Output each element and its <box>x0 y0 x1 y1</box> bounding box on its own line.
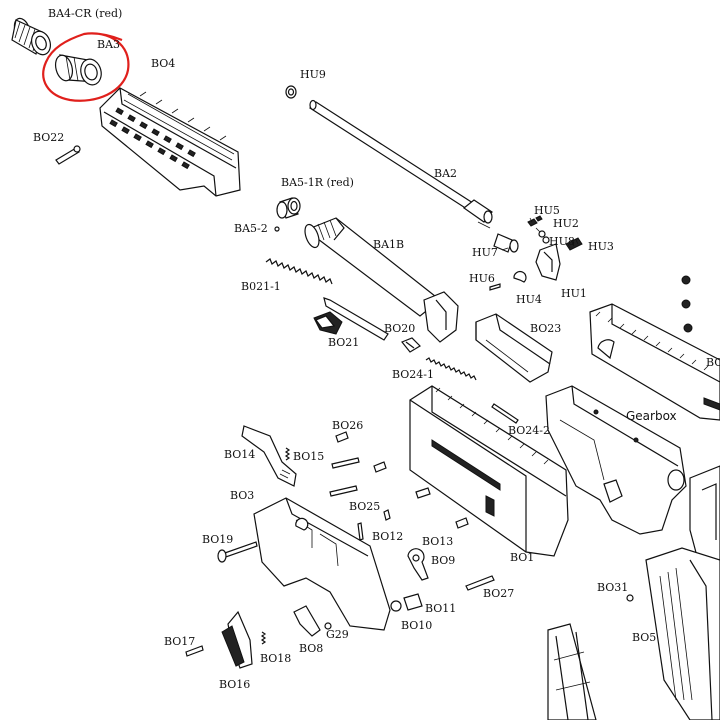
part-ba2-barrel <box>309 99 493 224</box>
label-hu7: HU7 <box>472 246 498 259</box>
part-bo31 <box>626 594 634 602</box>
label-bo9: BO9 <box>431 554 455 567</box>
label-bo1: BO1 <box>510 551 534 564</box>
part-bo23 <box>475 313 553 383</box>
label-bo27: BO27 <box>483 587 514 600</box>
label-hu6: HU6 <box>469 272 495 285</box>
part-bo10-bo11 <box>390 593 423 612</box>
highlight-circle <box>42 32 130 102</box>
part-bo16-trigger <box>221 610 253 669</box>
label-hu2: HU2 <box>553 217 579 230</box>
part-ba1b <box>304 217 459 343</box>
label-hu1: HU1 <box>561 287 587 300</box>
part-bo4-handguard <box>99 87 241 197</box>
label-ba5-1r: BA5-1R (red) <box>281 176 354 189</box>
part-b021-1-spring <box>265 258 333 285</box>
part-ba4-cr <box>11 17 52 56</box>
label-ba1b: BA1B <box>373 238 404 251</box>
label-hu8: HU8 <box>549 235 575 248</box>
part-bo18 <box>260 631 267 645</box>
label-bo23: BO23 <box>530 322 561 335</box>
part-bo17 <box>185 645 204 657</box>
label-gearbox: Gearbox <box>626 409 677 423</box>
part-bo19 <box>217 541 258 563</box>
part-hu9 <box>285 85 297 99</box>
part-bo15 <box>284 447 291 461</box>
label-ba5-2: BA5-2 <box>234 222 268 235</box>
part-bo3-lower <box>253 497 391 631</box>
label-bo22: BO22 <box>33 131 64 144</box>
part-bo9 <box>407 548 429 581</box>
part-upper-rail <box>589 303 720 421</box>
part-bo20 <box>401 337 421 353</box>
label-bo17: BO17 <box>164 635 195 648</box>
part-bo22-pin <box>55 145 81 165</box>
label-bo31: BO31 <box>597 581 628 594</box>
label-bo8: BO8 <box>299 642 323 655</box>
label-bo4: BO4 <box>151 57 175 70</box>
label-hu3: HU3 <box>588 240 614 253</box>
label-bo12: BO12 <box>372 530 403 543</box>
label-bo26: BO26 <box>332 419 363 432</box>
part-ba5-1r <box>276 197 301 219</box>
part-right-housing <box>689 465 720 561</box>
label-bo-edge: BO <box>706 356 720 369</box>
label-bo16: BO16 <box>219 678 250 691</box>
label-hu5: HU5 <box>534 204 560 217</box>
label-hu4: HU4 <box>516 293 542 306</box>
part-bo5-grip <box>645 547 720 720</box>
part-gearbox <box>545 385 687 535</box>
label-bo18: BO18 <box>260 652 291 665</box>
part-bo21 <box>313 297 389 341</box>
label-bo5: BO5 <box>632 631 656 644</box>
label-bo14: BO14 <box>224 448 255 461</box>
label-bo24-1: BO24-1 <box>392 368 434 381</box>
part-bo8-g29 <box>293 605 332 637</box>
label-bo15: BO15 <box>293 450 324 463</box>
label-bo10: BO10 <box>401 619 432 632</box>
label-hu9: HU9 <box>300 68 326 81</box>
label-bo20: BO20 <box>384 322 415 335</box>
part-bo1-receiver <box>409 385 569 557</box>
part-ba5-2 <box>274 226 280 232</box>
label-b021-1: B021-1 <box>241 280 281 293</box>
label-bo25: BO25 <box>349 500 380 513</box>
part-bo26-screws <box>329 431 431 499</box>
label-bo3: BO3 <box>230 489 254 502</box>
label-ba3: BA3 <box>97 38 120 51</box>
label-ba2: BA2 <box>434 167 457 180</box>
label-bo13: BO13 <box>422 535 453 548</box>
part-hu-group <box>489 215 583 291</box>
part-edge-screws <box>681 275 693 333</box>
part-bo14 <box>241 425 297 487</box>
part-bo24-1-spring <box>425 357 519 424</box>
label-bo21: BO21 <box>328 336 359 349</box>
label-g29: G29 <box>326 628 349 641</box>
part-ba3 <box>54 54 102 86</box>
part-bo27 <box>465 575 495 591</box>
label-bo11: BO11 <box>425 602 456 615</box>
label-ba4-cr: BA4-CR (red) <box>48 7 122 20</box>
label-bo24-2: BO24-2 <box>508 424 550 437</box>
part-magazine <box>547 623 597 720</box>
part-labels: BA4-CR (red) BA3 BO4 BO22 HU9 BA2 BA5-1R… <box>33 7 720 691</box>
label-bo19: BO19 <box>202 533 233 546</box>
part-small-pins <box>357 509 469 541</box>
leader-lines <box>477 217 541 251</box>
